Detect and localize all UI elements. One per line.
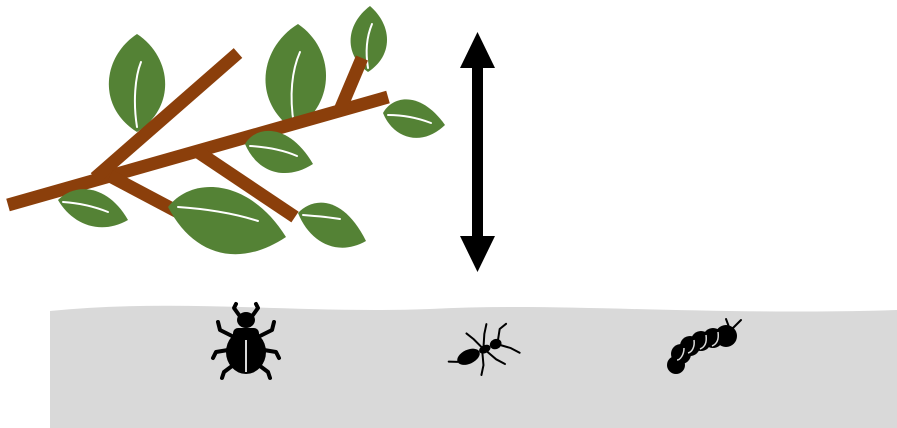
leaf-icon bbox=[298, 203, 366, 248]
leaf-icon bbox=[245, 131, 313, 173]
branch-with-leaves-icon bbox=[8, 6, 445, 254]
leaf-icon bbox=[383, 99, 445, 138]
double-headed-vertical-arrow-icon bbox=[460, 32, 495, 272]
branch-lower-left bbox=[110, 176, 178, 212]
leaf-icon bbox=[58, 189, 128, 227]
ground-strip bbox=[50, 306, 897, 428]
